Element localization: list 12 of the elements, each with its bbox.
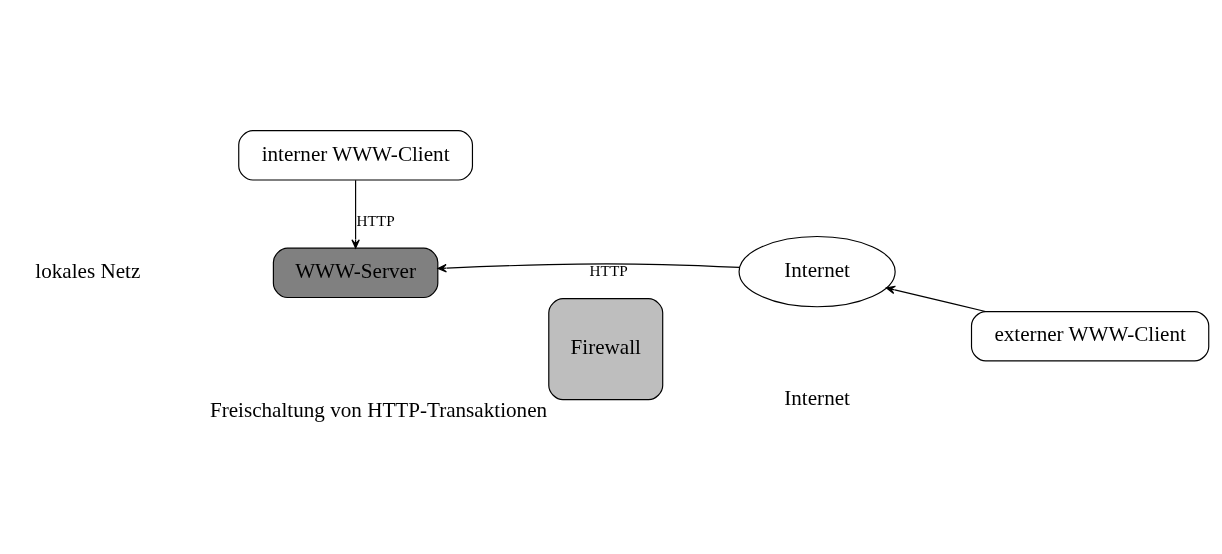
label: Internet — [784, 385, 850, 410]
edge-label: HTTP — [356, 211, 395, 229]
arrow — [351, 179, 360, 249]
node-box: interner WWW-Client — [238, 129, 474, 181]
label: lokales Netz — [35, 258, 141, 283]
arrow — [437, 262, 741, 272]
arrow — [885, 285, 987, 312]
node-box: Firewall — [548, 297, 664, 400]
edge-label: HTTP — [589, 261, 628, 279]
node-box: externer WWW-Client — [970, 310, 1210, 361]
node-label: Freischaltung von HTTP-Transaktionen — [209, 397, 548, 422]
node-box: WWW-Server — [272, 247, 439, 298]
